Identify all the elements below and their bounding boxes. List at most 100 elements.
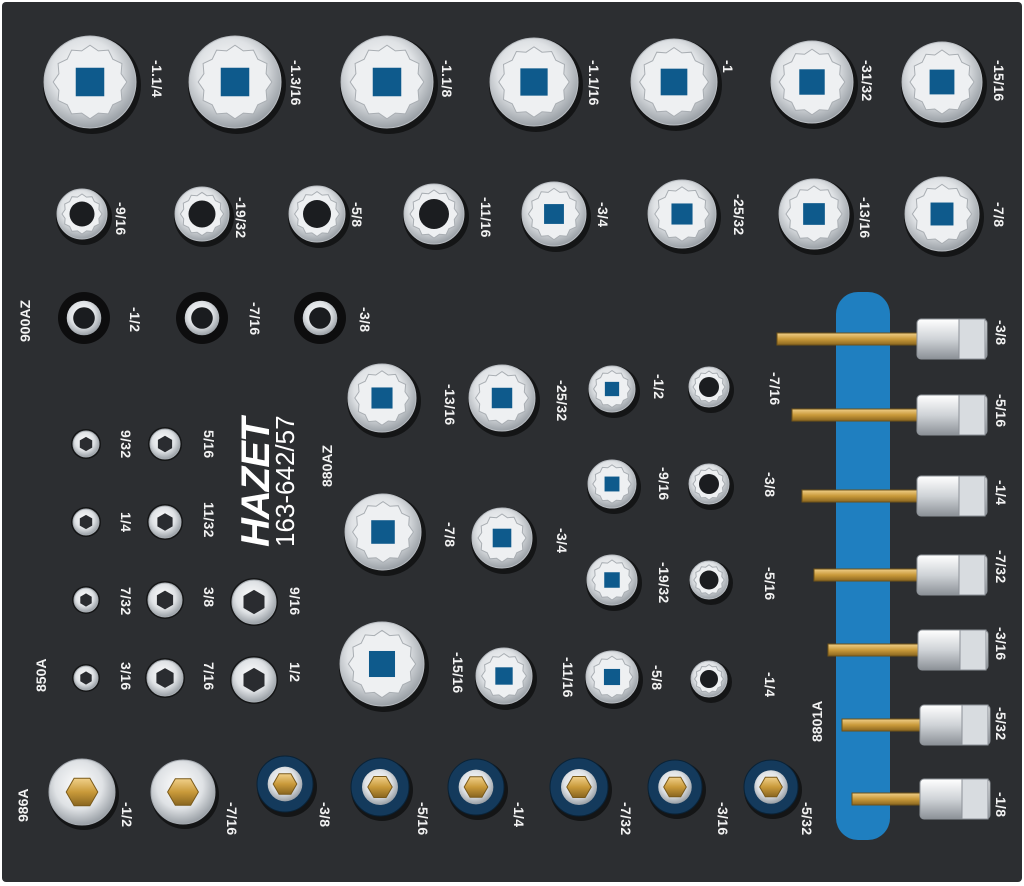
socket-square-drive (75, 67, 105, 97)
socket-square-drive (929, 69, 955, 95)
socket-size-label: -25/32 (731, 194, 747, 236)
socket-square-drive (544, 204, 564, 224)
socket-size-label: -9/16 (656, 467, 672, 501)
brass-hex-bit (463, 776, 489, 798)
socket-size-label: -1.3/16 (288, 60, 304, 106)
hex-bore (80, 593, 92, 607)
socket-square-drive (604, 572, 620, 588)
socket-size-label: -7/8 (442, 522, 458, 548)
bit-size-label: -1/4 (993, 480, 1009, 506)
series-label-850a: 850A (33, 658, 49, 692)
bit-socket-knurl (961, 704, 989, 746)
bit-socket-knurl (958, 475, 986, 517)
socket-size-label: -1.1/16 (586, 60, 602, 106)
socket-square-drive (371, 387, 393, 409)
socket-square-drive (604, 381, 620, 397)
hex-bore (243, 589, 265, 615)
socket-size-label: 5/16 (201, 430, 217, 459)
socket-size-label: 7/32 (118, 587, 134, 616)
socket-bore-dark (699, 474, 719, 494)
socket-square-drive (372, 67, 402, 97)
bit-size-label: -5/32 (993, 707, 1009, 741)
socket-size-label: -9/16 (113, 202, 129, 236)
bit-size-label: -1/8 (993, 792, 1009, 818)
socket-size-label: -3/4 (554, 528, 570, 554)
bit-socket-knurl (958, 554, 986, 596)
series-label-986a: 986A (15, 788, 31, 822)
hex-bore (157, 435, 173, 453)
socket-square-drive (492, 528, 512, 548)
hex-bit-shank (813, 568, 918, 582)
brass-hex-bit (663, 776, 687, 798)
socket-square-drive (520, 68, 548, 96)
socket-size-label: 9/16 (287, 587, 303, 616)
socket-size-label: -13/16 (442, 384, 458, 426)
socket-square-drive (671, 203, 693, 225)
bit-socket-knurl (961, 778, 989, 820)
hex-bore (156, 668, 174, 688)
socket-size-label: -31/32 (859, 60, 875, 102)
socket-size-label: -3/16 (715, 802, 731, 836)
socket-size-label: 3/16 (118, 662, 134, 691)
socket-size-label: -7/16 (767, 372, 783, 406)
socket-bore-dark (700, 670, 718, 688)
socket-size-label: -7/32 (618, 802, 634, 836)
hex-bit-shank (851, 792, 921, 806)
socket-size-label: -1/2 (651, 374, 667, 400)
hex-bit-shank (791, 408, 918, 422)
bit-holder-strip (836, 292, 890, 840)
socket-size-label: -25/32 (554, 380, 570, 422)
bit-socket-knurl (958, 394, 986, 436)
series-label-900az: 900AZ (17, 299, 33, 342)
socket-square-drive (930, 202, 954, 226)
hex-bore (79, 514, 93, 530)
hex-bit-shank (827, 643, 919, 657)
socket-bore-dark (699, 570, 719, 590)
socket-size-label: 1/2 (287, 662, 303, 683)
socket-size-label: -1/4 (511, 802, 527, 828)
socket-size-label: -7/16 (224, 802, 240, 836)
socket-size-label: -1/2 (127, 307, 143, 333)
socket-size-label: 11/32 (201, 502, 217, 538)
brass-hex-bit (759, 776, 783, 798)
bit-size-label: -3/8 (993, 320, 1009, 346)
hex-bore (80, 671, 92, 685)
bit-socket-knurl (958, 318, 986, 360)
socket-size-label: -19/32 (233, 197, 249, 239)
socket-size-label: 3/8 (201, 587, 217, 608)
socket-size-label: -1.1/4 (149, 60, 165, 98)
socket-size-label: -5/8 (349, 202, 365, 228)
brass-hex-bit (566, 776, 592, 798)
brass-hex-bit (167, 778, 199, 806)
socket-bore-dark (699, 377, 719, 397)
brass-hex-bit (367, 776, 393, 798)
socket-size-label: -5/16 (762, 567, 778, 601)
socket-size-label: -19/32 (656, 562, 672, 604)
bit-size-label: -3/16 (993, 627, 1009, 661)
series-label-880az: 880AZ (319, 444, 335, 487)
socket-size-label: -5/8 (649, 665, 665, 691)
socket-size-label: -5/32 (799, 802, 815, 836)
hex-bore (156, 590, 174, 610)
socket-size-label: -5/16 (415, 802, 431, 836)
hex-bit-shank (801, 489, 918, 503)
socket-size-label: -3/8 (317, 802, 333, 828)
socket-square-drive (491, 387, 513, 409)
brass-hex-bit (272, 773, 298, 795)
hex-bore (243, 667, 265, 693)
socket-bore (73, 307, 95, 329)
socket-size-label: -7/8 (991, 202, 1007, 228)
socket-square-drive (371, 520, 395, 544)
set-number: 163-642/57 (270, 415, 300, 547)
socket-size-label: -1/2 (119, 802, 135, 828)
socket-bore-dark (188, 200, 216, 228)
hex-bit-shank (776, 332, 918, 346)
socket-size-label: 7/16 (201, 662, 217, 691)
socket-size-label: -13/16 (857, 197, 873, 239)
socket-square-drive (604, 476, 620, 492)
socket-bore-dark (419, 199, 449, 229)
bit-size-label: -5/16 (993, 394, 1009, 428)
socket-square-drive (803, 203, 825, 225)
socket-bore (191, 307, 213, 329)
